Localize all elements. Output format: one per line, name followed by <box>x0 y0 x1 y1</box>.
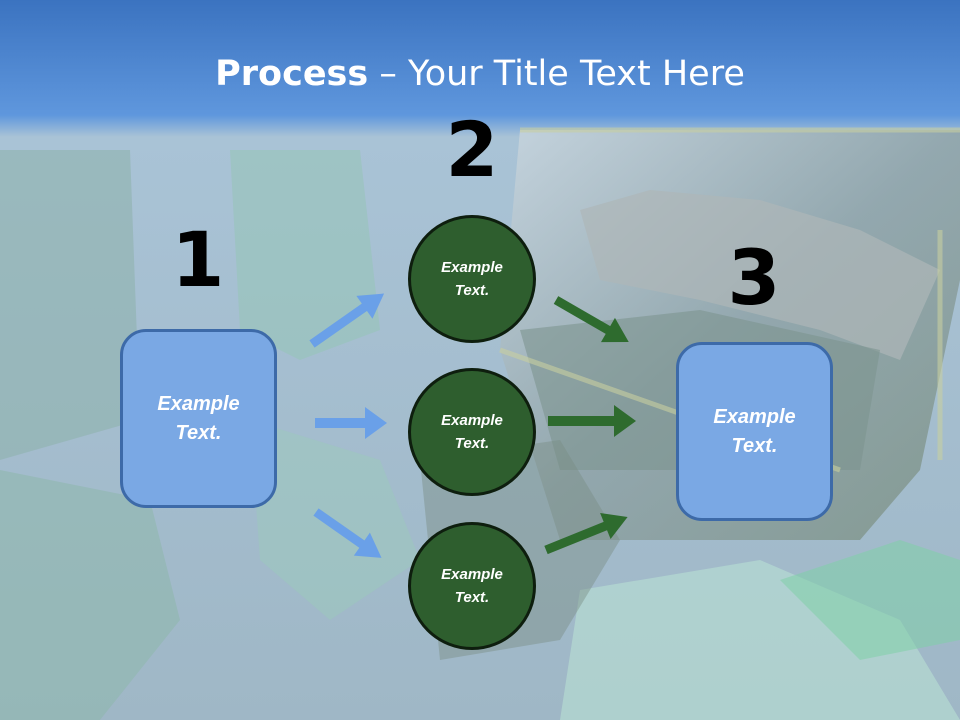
arrow-circle-1-to-step-3 <box>553 296 629 343</box>
circle-1-label: Example Text. <box>441 259 503 299</box>
circle-2-label: Example Text. <box>441 412 503 452</box>
arrow-circle-2-to-step-3 <box>548 405 636 437</box>
circle-3: Example Text. <box>408 522 536 650</box>
title-rest: – Your Title Text Here <box>368 54 745 94</box>
arrow-box-to-circle-1 <box>309 293 385 348</box>
circle-3-label: Example Text. <box>441 566 503 606</box>
arrow-box-to-circle-3 <box>313 508 382 558</box>
step-number-1: 1 <box>171 215 225 304</box>
step-3-box: Example Text. <box>676 342 833 521</box>
step-number-3: 3 <box>727 233 781 322</box>
slide-title: Process – Your Title Text Here <box>0 52 960 96</box>
title-bold: Process <box>215 54 369 94</box>
step-1-label: Example Text. <box>157 392 240 444</box>
arrow-box-to-circle-2 <box>315 407 387 439</box>
circle-1: Example Text. <box>408 215 536 343</box>
step-number-2: 2 <box>445 105 499 194</box>
step-1-box: Example Text. <box>120 329 277 508</box>
circle-2: Example Text. <box>408 368 536 496</box>
step-3-label: Example Text. <box>713 405 796 457</box>
arrow-circle-3-to-step-3 <box>544 513 628 555</box>
